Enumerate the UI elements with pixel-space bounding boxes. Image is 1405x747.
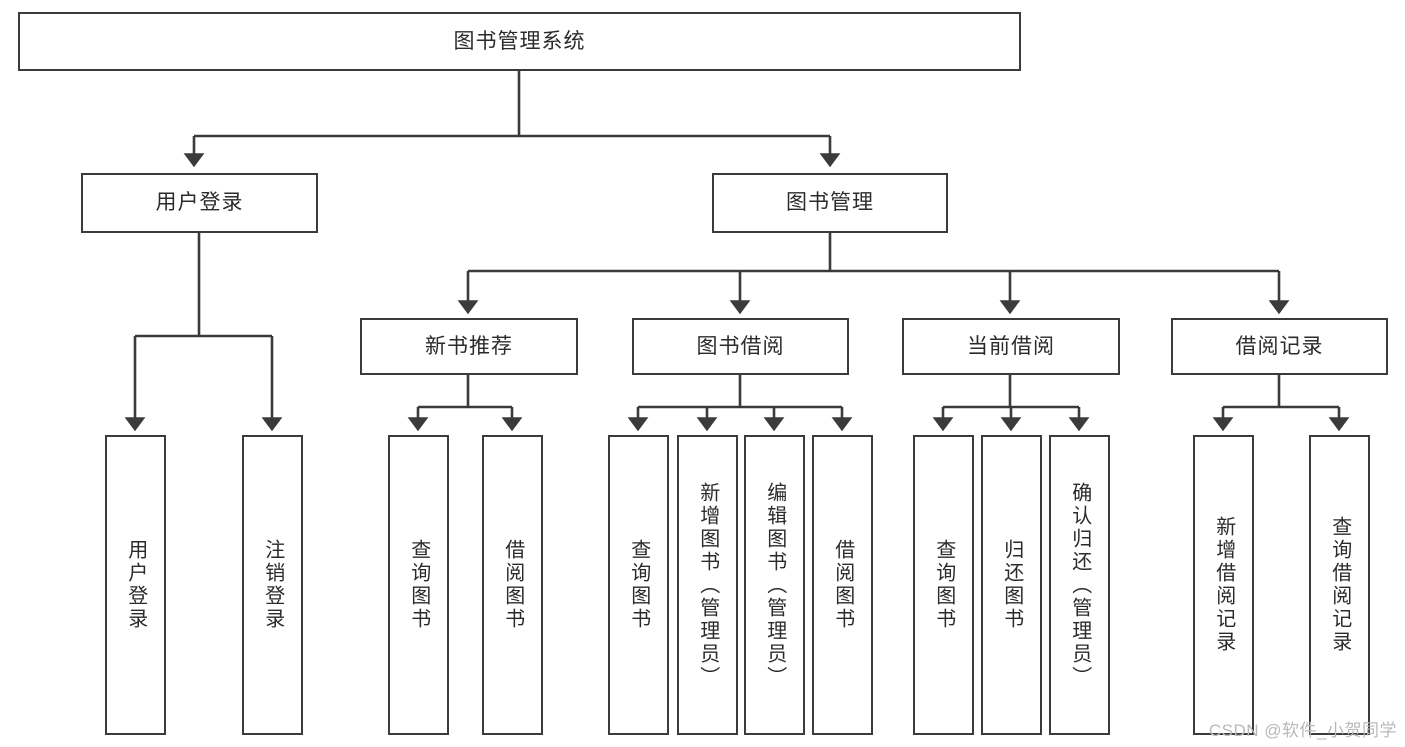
- node-book-borrow[interactable]: 图书借阅: [632, 318, 849, 375]
- node-label: 查询图书: [627, 539, 650, 631]
- node-label: 当前借阅: [967, 334, 1055, 358]
- node-root[interactable]: 图书管理系统: [18, 12, 1021, 71]
- node-label: 用户登录: [124, 539, 147, 631]
- node-label: 查询图书: [407, 539, 430, 631]
- node-label: 借阅记录: [1235, 334, 1324, 358]
- node-label: 图书管理系统: [453, 29, 586, 53]
- node-label: 借阅图书: [501, 539, 524, 631]
- node-label: 新书推荐: [425, 334, 513, 358]
- leaf-records-add-record[interactable]: 新增借阅记录: [1193, 435, 1254, 735]
- node-new-book-recommend[interactable]: 新书推荐: [360, 318, 578, 375]
- node-label: 编辑图书（管理员）: [763, 481, 786, 689]
- node-label: 图书借阅: [696, 334, 785, 358]
- node-label: 用户登录: [155, 191, 244, 215]
- leaf-current-return-book[interactable]: 归还图书: [981, 435, 1042, 735]
- node-label: 确认归还（管理员）: [1068, 481, 1091, 689]
- node-label: 归还图书: [1000, 539, 1023, 631]
- node-label: 图书管理: [786, 191, 874, 215]
- watermark: CSDN @软件_小贺同学: [1208, 721, 1397, 740]
- leaf-borrow-add-book[interactable]: 新增图书（管理员）: [677, 435, 738, 735]
- leaf-borrow-edit-book[interactable]: 编辑图书（管理员）: [744, 435, 805, 735]
- leaf-records-query-record[interactable]: 查询借阅记录: [1309, 435, 1370, 735]
- leaf-current-query-book[interactable]: 查询图书: [913, 435, 974, 735]
- node-user-login[interactable]: 用户登录: [81, 173, 318, 233]
- leaf-current-confirm-return[interactable]: 确认归还（管理员）: [1049, 435, 1110, 735]
- leaf-borrow-query-book[interactable]: 查询图书: [608, 435, 669, 735]
- node-current-borrow[interactable]: 当前借阅: [902, 318, 1120, 375]
- node-borrow-records[interactable]: 借阅记录: [1171, 318, 1388, 375]
- node-label: 新增图书（管理员）: [696, 481, 719, 689]
- node-label: 查询借阅记录: [1328, 516, 1351, 654]
- node-label: 注销登录: [261, 539, 284, 631]
- node-label: 借阅图书: [831, 539, 854, 631]
- leaf-recommend-borrow-book[interactable]: 借阅图书: [482, 435, 543, 735]
- leaf-user-logout[interactable]: 注销登录: [242, 435, 303, 735]
- node-label: 查询图书: [932, 539, 955, 631]
- leaf-user-login[interactable]: 用户登录: [105, 435, 166, 735]
- node-label: 新增借阅记录: [1212, 516, 1235, 654]
- leaf-borrow-borrow-book[interactable]: 借阅图书: [812, 435, 873, 735]
- leaf-recommend-query-book[interactable]: 查询图书: [388, 435, 449, 735]
- node-book-management[interactable]: 图书管理: [712, 173, 948, 233]
